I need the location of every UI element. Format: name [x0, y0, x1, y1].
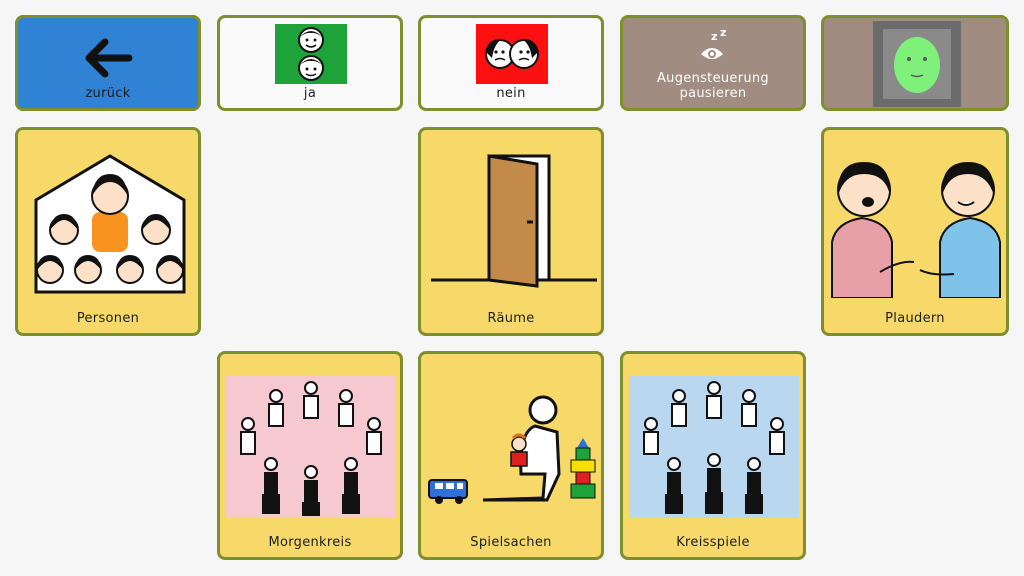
kreisspiele-tile[interactable]: Kreisspiele [620, 351, 806, 560]
circle-games-icon [629, 376, 799, 518]
raeume-label: Räume [487, 311, 535, 326]
people-house-icon [32, 152, 188, 294]
spielsachen-label: Spielsachen [470, 535, 552, 550]
face-tracker-icon [873, 21, 961, 107]
pause-eye-tracking-button[interactable]: z z Augensteuerung pausieren [620, 15, 806, 111]
back-label: zurück [85, 86, 131, 101]
yes-label: ja [303, 86, 317, 101]
morgenkreis-tile[interactable]: Morgenkreis [217, 351, 403, 560]
no-faces-icon [476, 24, 548, 84]
personen-label: Personen [76, 311, 140, 326]
yes-button[interactable]: ja [217, 15, 403, 111]
eye-tracker-status-button[interactable] [821, 15, 1009, 111]
svg-text:z: z [720, 26, 726, 39]
back-button[interactable]: zurück [15, 15, 201, 111]
spielsachen-tile[interactable]: Spielsachen [418, 351, 604, 560]
eye-sleep-icon: z z [697, 26, 737, 62]
morning-circle-icon [226, 376, 396, 518]
pause-label-line2: pausieren [679, 86, 747, 101]
arrow-left-icon [83, 38, 135, 78]
open-door-icon [429, 150, 599, 290]
toys-icon [427, 394, 599, 514]
morgenkreis-label: Morgenkreis [268, 535, 352, 550]
chatting-people-icon [830, 152, 1002, 298]
plaudern-tile[interactable]: Plaudern [821, 127, 1009, 336]
raeume-tile[interactable]: Räume [418, 127, 604, 336]
no-button[interactable]: nein [418, 15, 604, 111]
svg-text:z: z [711, 30, 717, 43]
pause-label-line1: Augensteuerung [656, 71, 769, 86]
kreisspiele-label: Kreisspiele [676, 535, 750, 550]
yes-faces-icon [275, 24, 347, 84]
plaudern-label: Plaudern [885, 311, 945, 326]
no-label: nein [496, 86, 526, 101]
personen-tile[interactable]: Personen [15, 127, 201, 336]
